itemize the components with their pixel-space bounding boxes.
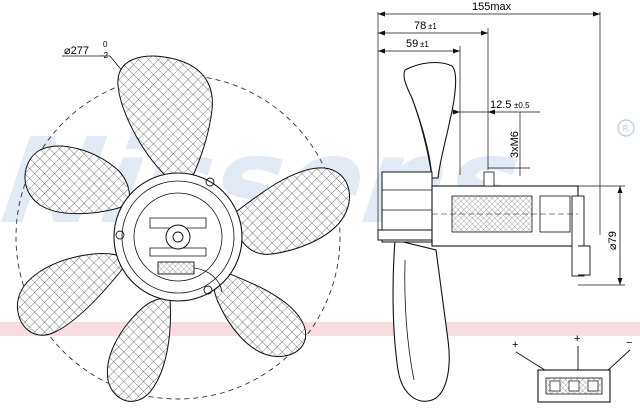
hub-ring bbox=[121, 180, 235, 294]
fan-blade-bottom-left bbox=[16, 253, 129, 336]
hub-center bbox=[165, 224, 191, 250]
connector-plus-1: + bbox=[512, 339, 518, 351]
fan-blades bbox=[16, 55, 350, 402]
dim-12-5-tol: ±0.5 bbox=[514, 101, 530, 110]
motor-diameter-label: ⌀79 bbox=[607, 231, 619, 250]
side-hub-base bbox=[377, 229, 439, 241]
side-blade-profile bbox=[403, 61, 457, 179]
side-blade-lower-edge bbox=[404, 259, 415, 381]
overall-length-label: 155max bbox=[472, 1, 512, 13]
connector-pin-3 bbox=[587, 380, 599, 392]
shaft bbox=[172, 231, 184, 243]
outer-diameter-circle bbox=[15, 74, 341, 400]
fan-blade-right bbox=[231, 167, 350, 255]
fan-blade-bottom bbox=[106, 298, 171, 402]
connector-pin-1 bbox=[549, 380, 561, 392]
registered-mark: R bbox=[623, 125, 629, 135]
thread-label: 3xM6 bbox=[509, 131, 521, 158]
dim-12-5-label: 12.5 bbox=[490, 99, 511, 111]
watermark-stripe bbox=[0, 322, 640, 336]
fan-blade-bottom-right bbox=[213, 269, 307, 358]
motor-flange bbox=[133, 192, 223, 282]
connector-detail bbox=[515, 346, 631, 403]
hub-wire bbox=[193, 267, 223, 293]
mount-screw-top bbox=[205, 177, 215, 187]
dim-59-tol: ±1 bbox=[420, 40, 429, 49]
bracket-upper bbox=[149, 217, 207, 229]
fan-hub bbox=[113, 172, 243, 302]
connector-plus-2: + bbox=[574, 333, 580, 345]
dim-78-label-group: 78 ±1 bbox=[414, 20, 437, 32]
side-blade-lower bbox=[392, 239, 450, 402]
hub-connector bbox=[157, 261, 195, 275]
dim-12-5-label-group: 12.5 ±0.5 bbox=[490, 99, 530, 111]
diameter-tol-lower: -2 bbox=[101, 51, 109, 60]
fan-blade-left bbox=[24, 145, 131, 215]
mount-screw-left bbox=[115, 230, 125, 240]
dim-59-label-group: 59 ±1 bbox=[406, 38, 429, 50]
registered-mark-circle bbox=[617, 119, 635, 137]
fan-blade-top bbox=[117, 55, 213, 179]
dim-78-label: 78 bbox=[414, 20, 426, 32]
connector-pin-2 bbox=[568, 380, 580, 392]
front-view: ⌀277 0 -2 bbox=[15, 40, 350, 402]
connector-wire-1 bbox=[515, 351, 549, 373]
thread-boss bbox=[483, 171, 495, 187]
connector-minus: − bbox=[626, 337, 632, 349]
side-blade-edge bbox=[411, 97, 433, 179]
bracket-lower bbox=[149, 247, 207, 257]
diameter-tol-upper: 0 bbox=[103, 40, 108, 49]
dim-78-tol: ±1 bbox=[428, 22, 437, 31]
side-view bbox=[377, 11, 625, 402]
motor-lower-mount bbox=[578, 245, 591, 276]
connector-wire-3 bbox=[605, 349, 631, 373]
dim-59-label: 59 bbox=[406, 38, 418, 50]
diameter-label: ⌀277 bbox=[64, 45, 89, 57]
mount-screw-bottom bbox=[203, 285, 213, 295]
